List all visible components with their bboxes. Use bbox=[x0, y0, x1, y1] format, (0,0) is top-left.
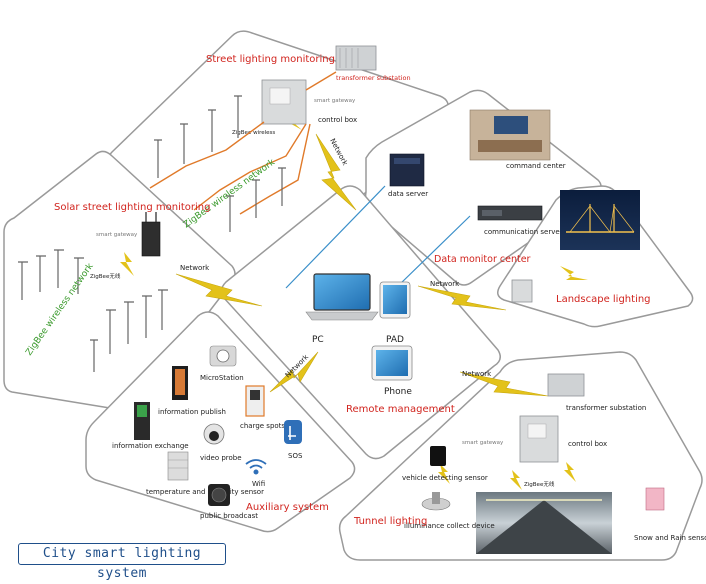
data-server-label: data server bbox=[388, 190, 428, 198]
network-label-right: Network bbox=[430, 280, 460, 288]
command-center-photo bbox=[469, 109, 551, 161]
phone-label: Phone bbox=[384, 387, 412, 397]
lightning-bolt-lower-left bbox=[269, 351, 319, 393]
snow-rain-label: Snow and Rain sensor bbox=[634, 534, 706, 542]
tunnel-control-box-icon bbox=[519, 415, 559, 463]
info-publish-label: information publish bbox=[158, 408, 226, 416]
vehicle-sensor-icon bbox=[430, 446, 446, 466]
panel-auxiliary bbox=[85, 311, 356, 533]
data-server-icon bbox=[389, 153, 425, 187]
network-label-left: Network bbox=[180, 264, 210, 272]
temp-humidity-label: temperature and humidity sensor bbox=[146, 488, 264, 496]
charge-spots-label: charge spots bbox=[240, 422, 285, 430]
illuminance-label: illuminance collect device bbox=[404, 522, 495, 530]
laptop-icon bbox=[305, 273, 379, 321]
solar-lamp-icons bbox=[18, 249, 168, 372]
temp-sensor-icon bbox=[167, 451, 189, 481]
command-center-label: command center bbox=[506, 162, 566, 170]
control-box-icon bbox=[261, 79, 307, 125]
network-label-lower-right: Network bbox=[462, 370, 492, 378]
street-zigbee-label: ZigBee wireless bbox=[232, 130, 275, 136]
street-control-box-label: control box bbox=[318, 116, 357, 124]
lightning-bolt-top bbox=[315, 133, 357, 211]
remote-title: Remote management bbox=[346, 404, 455, 415]
landscape-box-icon bbox=[511, 279, 533, 303]
vehicle-sensor-label: vehicle detecting sensor bbox=[402, 474, 488, 482]
pc-label: PC bbox=[312, 335, 324, 345]
public-broadcast-label: public broadcast bbox=[200, 512, 258, 520]
info-publish-icon bbox=[172, 366, 188, 400]
substation-icon bbox=[335, 45, 377, 71]
solar-title: Solar street lighting monitoring bbox=[54, 202, 210, 213]
lightning-bolt-landscape bbox=[560, 266, 588, 280]
lightning-bolt-right bbox=[417, 285, 507, 311]
solar-gateway-icon bbox=[141, 212, 161, 257]
smart-lighting-diagram: Network Network Network Network Network … bbox=[3, 30, 706, 561]
landscape-title: Landscape lighting bbox=[556, 294, 651, 305]
charge-spots-icon bbox=[245, 385, 265, 417]
pad-label: PAD bbox=[386, 335, 404, 345]
tunnel-substation-label: transformer substation bbox=[566, 404, 646, 412]
video-probe-label: video probe bbox=[200, 454, 242, 462]
tablet-icon bbox=[379, 281, 411, 319]
tunnel-gateway-label: smart gateway bbox=[462, 440, 504, 446]
street-wiring bbox=[149, 71, 337, 215]
comm-server-icon bbox=[477, 205, 543, 221]
wifi-icon bbox=[245, 459, 267, 475]
camera-station-icon bbox=[209, 345, 237, 367]
tunnel-substation-icon bbox=[547, 373, 585, 397]
lightning-bolt-left bbox=[175, 273, 263, 307]
street-gateway-label: smart gateway bbox=[314, 98, 356, 104]
street-substation-label: transformer substation bbox=[336, 74, 411, 82]
monitor-title: Data monitor center bbox=[434, 254, 531, 265]
lightning-bolts-tunnel bbox=[438, 462, 576, 490]
panel-landscape bbox=[497, 185, 694, 328]
tunnel-title: Tunnel lighting bbox=[353, 516, 427, 527]
microstation-label: MicroStation bbox=[200, 374, 244, 382]
info-exchange-label: information exchange bbox=[112, 442, 189, 450]
snow-rain-sensor-icon bbox=[645, 487, 665, 511]
phone-icon bbox=[371, 345, 413, 381]
street-lamp-icons bbox=[154, 95, 286, 232]
network-links bbox=[285, 185, 471, 289]
tunnel-control-box-label: control box bbox=[568, 440, 607, 448]
solar-zigbee-label: ZigBee无线 bbox=[90, 272, 121, 280]
broadcast-speaker-icon bbox=[208, 484, 230, 506]
tunnel-zigbee-label: ZigBee无线 bbox=[524, 480, 555, 488]
tunnel-photo bbox=[476, 492, 612, 554]
comm-server-label: communication server bbox=[484, 228, 563, 236]
video-probe-icon bbox=[203, 423, 225, 445]
sos-label: SOS bbox=[288, 452, 303, 460]
sos-icon bbox=[284, 420, 302, 444]
bridge-night-photo bbox=[560, 190, 640, 250]
wifi-label: Wifi bbox=[252, 480, 265, 488]
diagram-caption: City smart lighting system bbox=[18, 543, 226, 581]
illuminance-device-icon bbox=[421, 492, 451, 511]
auxiliary-title: Auxiliary system bbox=[246, 502, 329, 513]
solar-gateway-label: smart gateway bbox=[96, 232, 138, 238]
info-exchange-icon bbox=[134, 402, 150, 440]
lightning-bolt-solar bbox=[120, 252, 134, 276]
street-title: Street lighting monitoring bbox=[206, 54, 335, 65]
